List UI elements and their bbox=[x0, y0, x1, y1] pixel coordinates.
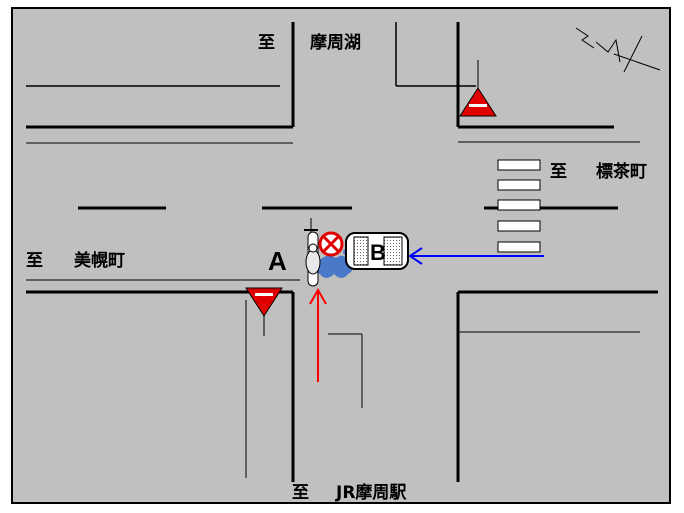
path-arrow-a bbox=[309, 287, 327, 382]
label-east: 標茶町 bbox=[596, 161, 647, 182]
road-area bbox=[11, 7, 671, 504]
label-west-to: 至 bbox=[26, 251, 43, 271]
label-south: JR摩周駅 bbox=[335, 482, 407, 503]
collision-mark-icon bbox=[318, 231, 344, 257]
label-north-to: 至 bbox=[258, 33, 275, 53]
road-lines bbox=[26, 22, 658, 482]
crosswalk bbox=[497, 159, 541, 253]
stop-sign-icon bbox=[459, 87, 497, 117]
path-arrow-b bbox=[408, 247, 544, 265]
north-arrow-icon bbox=[575, 27, 661, 73]
vehicle-b-label: B bbox=[370, 240, 386, 265]
label-south-to: 至 bbox=[292, 483, 309, 503]
vehicle-a-label: A bbox=[268, 246, 287, 276]
label-east-to: 至 bbox=[550, 162, 567, 182]
label-west: 美幌町 bbox=[74, 250, 125, 271]
vehicle-b bbox=[345, 232, 409, 270]
vehicle-a bbox=[304, 218, 321, 287]
label-north: 摩周湖 bbox=[310, 32, 361, 53]
stop-sign-icon bbox=[245, 287, 283, 317]
